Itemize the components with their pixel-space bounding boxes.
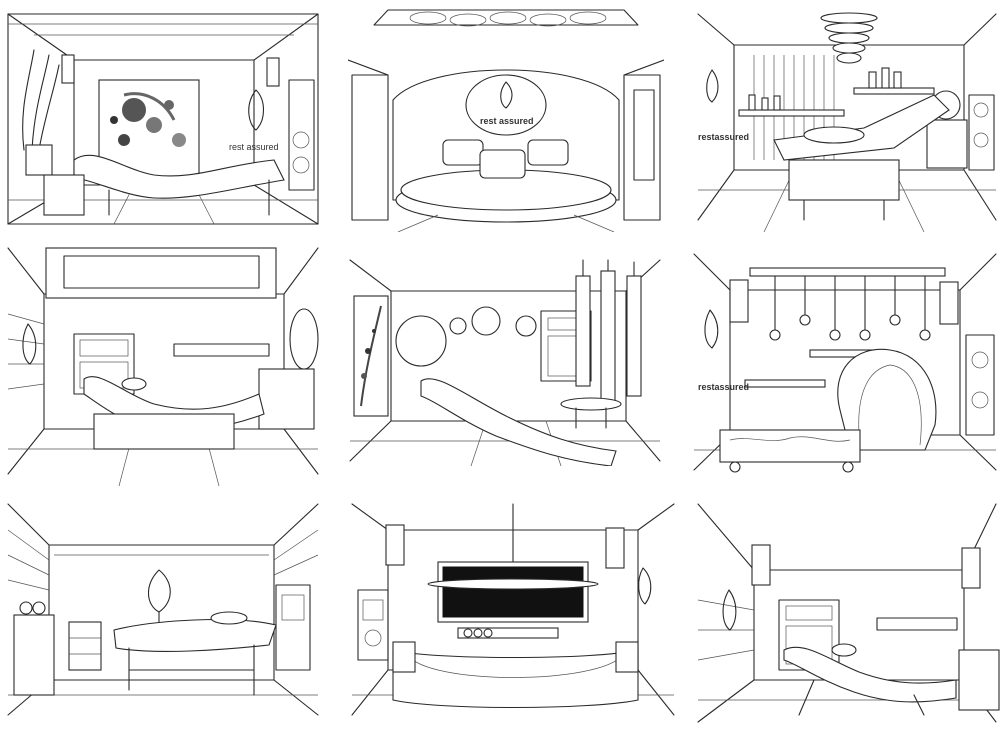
brand-text: restassured [698,382,749,392]
panel-4-drawing [7,247,319,486]
panel-1-chaise-room: rest assured [4,10,322,228]
brand-logo-icon [704,309,719,349]
panel-1-drawing: rest assured [7,13,319,225]
panel-9-drawing [697,503,1000,723]
pendant-bulbs-icon [769,275,931,341]
panel-3-drawing: restassured [697,12,997,232]
chandelier-icon [820,12,878,64]
panel-4-skylight-room [4,244,322,486]
ink-branch-icon [360,305,382,407]
brand-text: rest assured [480,116,534,126]
leaf-sculpture-icon [147,569,171,626]
tv-screen [442,566,584,618]
panel-5-drawing [349,259,661,466]
brand-text: rest assured [229,142,279,152]
panel-2-drawing: rest assured [348,9,664,232]
panel-6-drawing: restassured [693,253,997,473]
hanging-towel-icon [575,259,642,402]
panel-5-circle-art-room [346,256,664,466]
panel-7-massage-room [4,500,322,722]
brand-logo-icon [722,589,737,631]
brand-logo-icon [638,567,652,605]
panel-3-treatment-room: restassured [694,10,1000,232]
panel-8-drawing [351,503,675,716]
brand-logo-icon [248,89,265,131]
panel-2-round-bed-room: rest assured [348,0,664,232]
panel-9-corner-chaise-room [694,500,1000,726]
brand-text: restassured [698,132,749,142]
panel-8-tv-room [348,500,678,722]
brand-logo-icon [22,323,37,365]
panel-6-bench-room: restassured [690,250,1000,478]
brand-logo-icon [500,81,513,109]
brand-logo-icon [706,69,719,103]
panel-7-drawing [7,503,319,716]
ink-splatter-icon [110,92,186,147]
